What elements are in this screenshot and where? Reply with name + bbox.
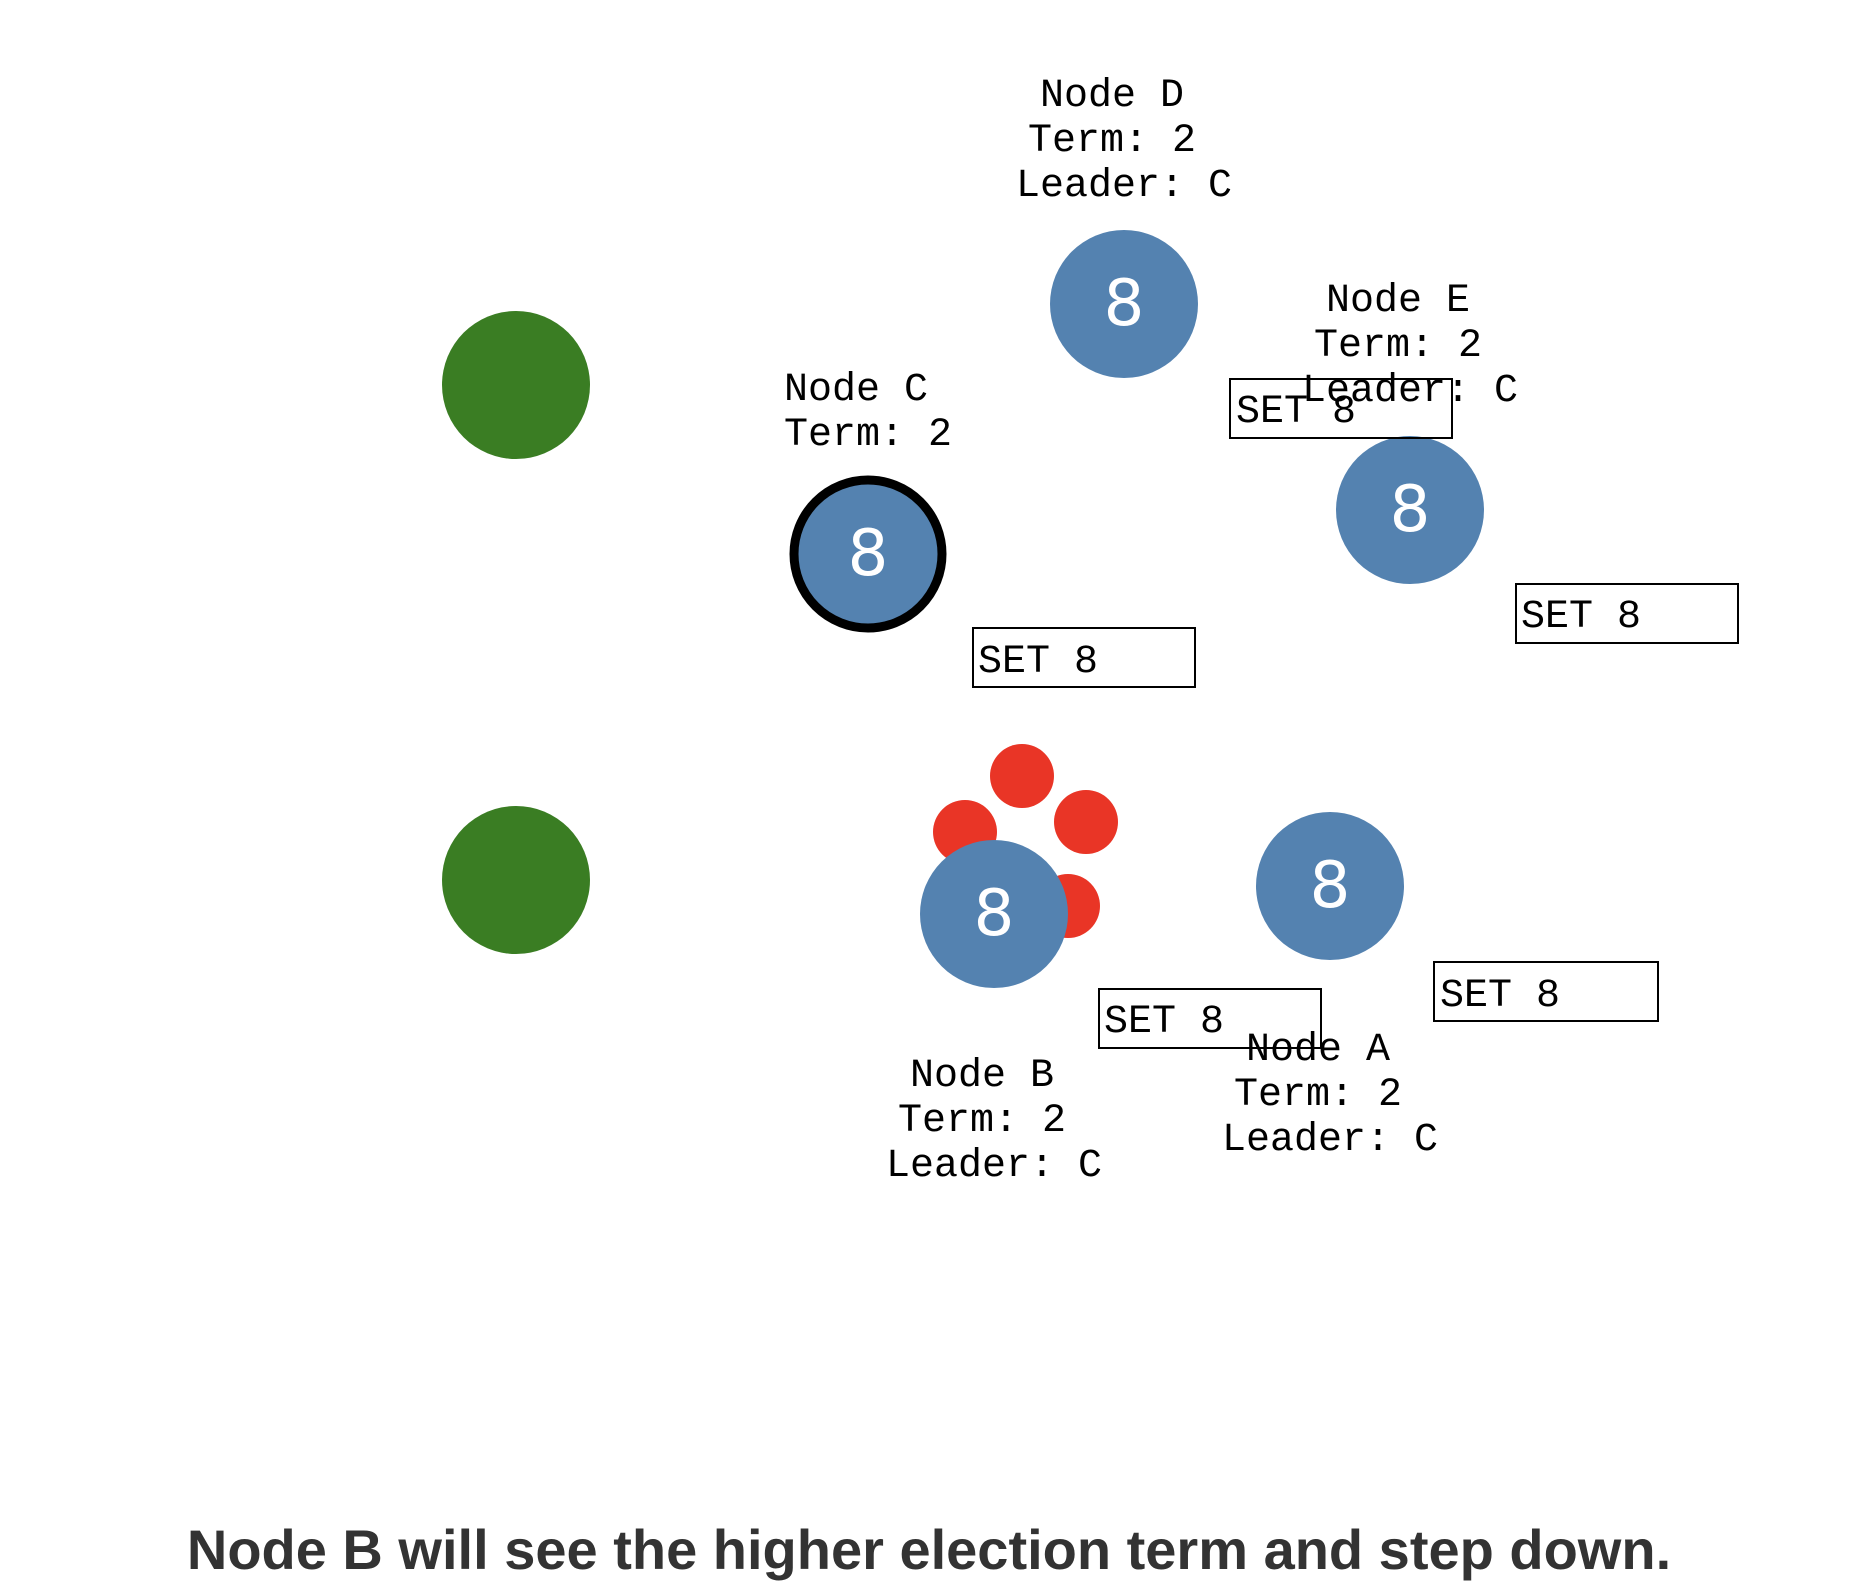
node-term-text: Term: 2 [1028,119,1196,164]
node-leader-text: Leader: C [886,1144,1102,1189]
message-box [1229,378,1453,439]
node-circle [1256,812,1404,960]
message-set: SET 8 [1229,378,1453,439]
node-value: 8 [1390,473,1431,547]
message-box [972,627,1196,688]
node-label: Node C Term: 2 [784,368,952,458]
node-label: Node B Term: 2 Leader: C [886,1054,1102,1189]
node-value: 8 [974,877,1015,951]
message-text: SET 8 [1521,595,1641,640]
message-text: SET 8 [1236,390,1356,435]
message-set: SET 8 [1433,961,1659,1022]
caption: Node B will see the higher election term… [186,1518,1672,1581]
node-circle [1336,436,1484,584]
message-box [1098,988,1322,1049]
node-term-text: Term: 2 [784,413,952,458]
message-text: SET 8 [978,640,1098,685]
vote-circle [1054,790,1118,854]
message-set: SET 8 [1098,988,1322,1049]
vote-circle [990,744,1054,808]
node-label: Node E Term: 2 Leader: C [1302,279,1518,414]
node-name-text: Node C [784,368,928,413]
node-a: 8 Node A Term: 2 Leader: C [1222,812,1438,1163]
node-value: 8 [848,517,889,591]
node-c: Node C Term: 2 8 [784,368,952,633]
node-name-text: Node B [910,1054,1054,1099]
message-text: SET 8 [1440,974,1560,1019]
node-label: Node A Term: 2 Leader: C [1222,1028,1438,1163]
message-set: SET 8 [1515,583,1739,644]
node-term-text: Term: 2 [1234,1073,1402,1118]
node-d: Node D Term: 2 Leader: C 8 [1016,74,1232,378]
node-circle [1050,230,1198,378]
node-leader-text: Leader: C [1222,1118,1438,1163]
node-label: Node D Term: 2 Leader: C [1016,74,1232,209]
node-circle [789,475,947,633]
client-circle [442,806,590,954]
node-term-text: Term: 2 [898,1099,1066,1144]
message-set: SET 8 [972,627,1196,688]
node-circle [920,840,1068,988]
node-leader-text: Leader: C [1302,369,1518,414]
node-value: 8 [1104,267,1145,341]
node-name-text: Node D [1040,74,1184,119]
message-box [1433,961,1659,1022]
node-term-text: Term: 2 [1314,324,1482,369]
node-name-text: Node A [1246,1028,1390,1073]
client-circle [442,311,590,459]
node-e: Node E Term: 2 Leader: C 8 [1302,279,1518,584]
node-b: 8 Node B Term: 2 Leader: C [886,840,1102,1189]
message-box [1515,583,1739,644]
node-leader-text: Leader: C [1016,164,1232,209]
node-name-text: Node E [1326,279,1470,324]
node-value: 8 [1310,849,1351,923]
message-text: SET 8 [1104,1000,1224,1045]
